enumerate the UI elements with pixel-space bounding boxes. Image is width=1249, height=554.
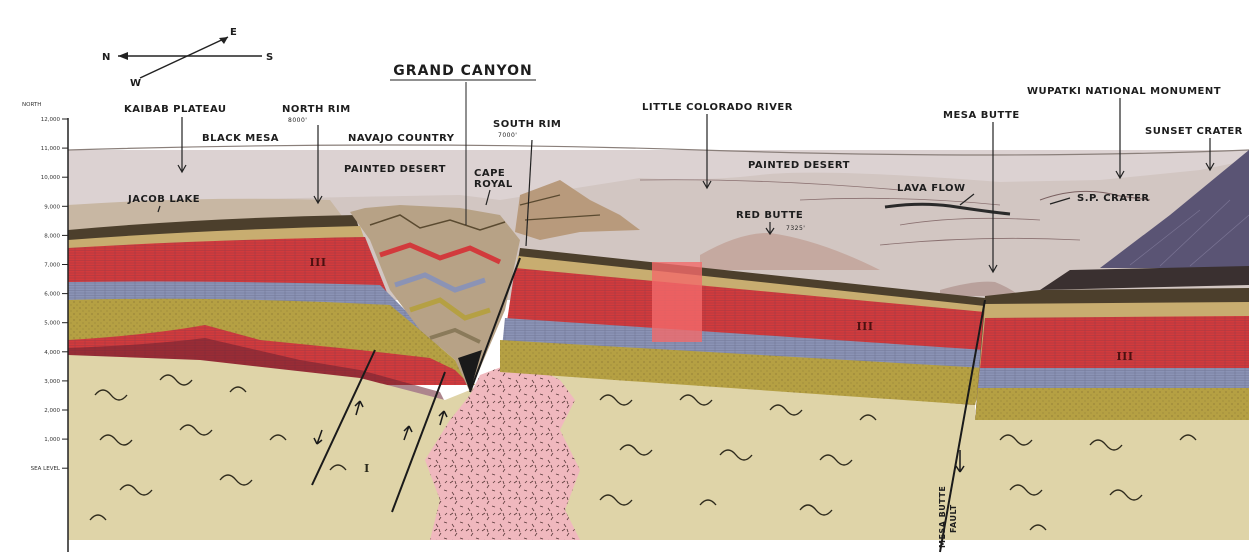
label-red-butte: RED BUTTE bbox=[736, 210, 803, 221]
label-little-colorado-river: LITTLE COLORADO RIVER bbox=[642, 102, 793, 113]
label-painted-desert-1: PAINTED DESERT bbox=[344, 164, 446, 175]
right-olive-pattern bbox=[975, 388, 1249, 420]
compass-east: E bbox=[230, 27, 237, 38]
label-kaibab-plateau: KAIBAB PLATEAU bbox=[124, 104, 227, 115]
label-sp-crater: S.P. CRATER bbox=[1077, 193, 1150, 204]
label-wupatki: WUPATKI NATIONAL MONUMENT bbox=[1027, 86, 1221, 97]
axis-tick-label: SEA LEVEL bbox=[31, 466, 61, 472]
label-south-rim: SOUTH RIM bbox=[493, 119, 561, 130]
label-jacob-lake: JACOB LAKE bbox=[127, 194, 200, 205]
label-lava-flow: LAVA FLOW bbox=[897, 183, 966, 194]
label-navajo-country: NAVAJO COUNTRY bbox=[348, 133, 455, 144]
label-painted-desert-2: PAINTED DESERT bbox=[748, 160, 850, 171]
axis-tick-label: 2,000 bbox=[44, 408, 60, 414]
axis-tick-label: 4,000 bbox=[44, 350, 60, 356]
axis-tick-label: 11,000 bbox=[41, 146, 61, 152]
label-mesa-butte: MESA BUTTE bbox=[943, 110, 1020, 121]
numeral-center: III bbox=[857, 320, 874, 333]
compass-rose: N S E W bbox=[102, 27, 274, 89]
compass-south: S bbox=[266, 52, 274, 63]
axis-tick-label: 12,000 bbox=[41, 117, 61, 123]
axis-tick-label: 7,000 bbox=[44, 263, 60, 269]
basement-schist-right bbox=[975, 420, 1249, 540]
axis-tick-label: 9,000 bbox=[44, 204, 60, 210]
label-south-rim-elev: 7000' bbox=[498, 132, 517, 139]
label-mesa-butte-fault-2: FAULT bbox=[949, 504, 958, 533]
axis-tick-label: 5,000 bbox=[44, 321, 60, 327]
label-red-butte-elev: 7325' bbox=[786, 225, 805, 232]
axis-tick-label: 10,000 bbox=[41, 175, 61, 181]
center-column-highlight bbox=[652, 262, 702, 342]
diagram-title: GRAND CANYON bbox=[393, 63, 532, 79]
axis-tick-label: 6,000 bbox=[44, 292, 60, 298]
compass-west: W bbox=[130, 78, 142, 89]
elevation-axis: NORTH 12,000 11,000 10,000 9,000 8,000 7,000 6… bbox=[22, 102, 68, 552]
label-mesa-butte-fault-1: MESA BUTTE bbox=[938, 486, 947, 548]
label-north-rim: NORTH RIM bbox=[282, 104, 351, 115]
numeral-right: III bbox=[1117, 350, 1134, 363]
label-cape-royal-2: ROYAL bbox=[474, 179, 513, 190]
axis-tick-label: 1,000 bbox=[44, 437, 60, 443]
axis-tick-label: 8,000 bbox=[44, 233, 60, 239]
label-cape-royal-1: CAPE bbox=[474, 168, 505, 179]
granite-texture bbox=[425, 360, 580, 540]
label-black-mesa: BLACK MESA bbox=[202, 133, 279, 144]
axis-tick-label: 3,000 bbox=[44, 379, 60, 385]
label-sunset-crater: SUNSET CRATER bbox=[1145, 126, 1243, 137]
label-north-rim-elev: 8000' bbox=[288, 117, 307, 124]
numeral-basement: I bbox=[364, 462, 370, 475]
numeral-left: III bbox=[310, 256, 327, 269]
axis-label: NORTH bbox=[22, 102, 41, 108]
compass-north: N bbox=[102, 52, 111, 63]
